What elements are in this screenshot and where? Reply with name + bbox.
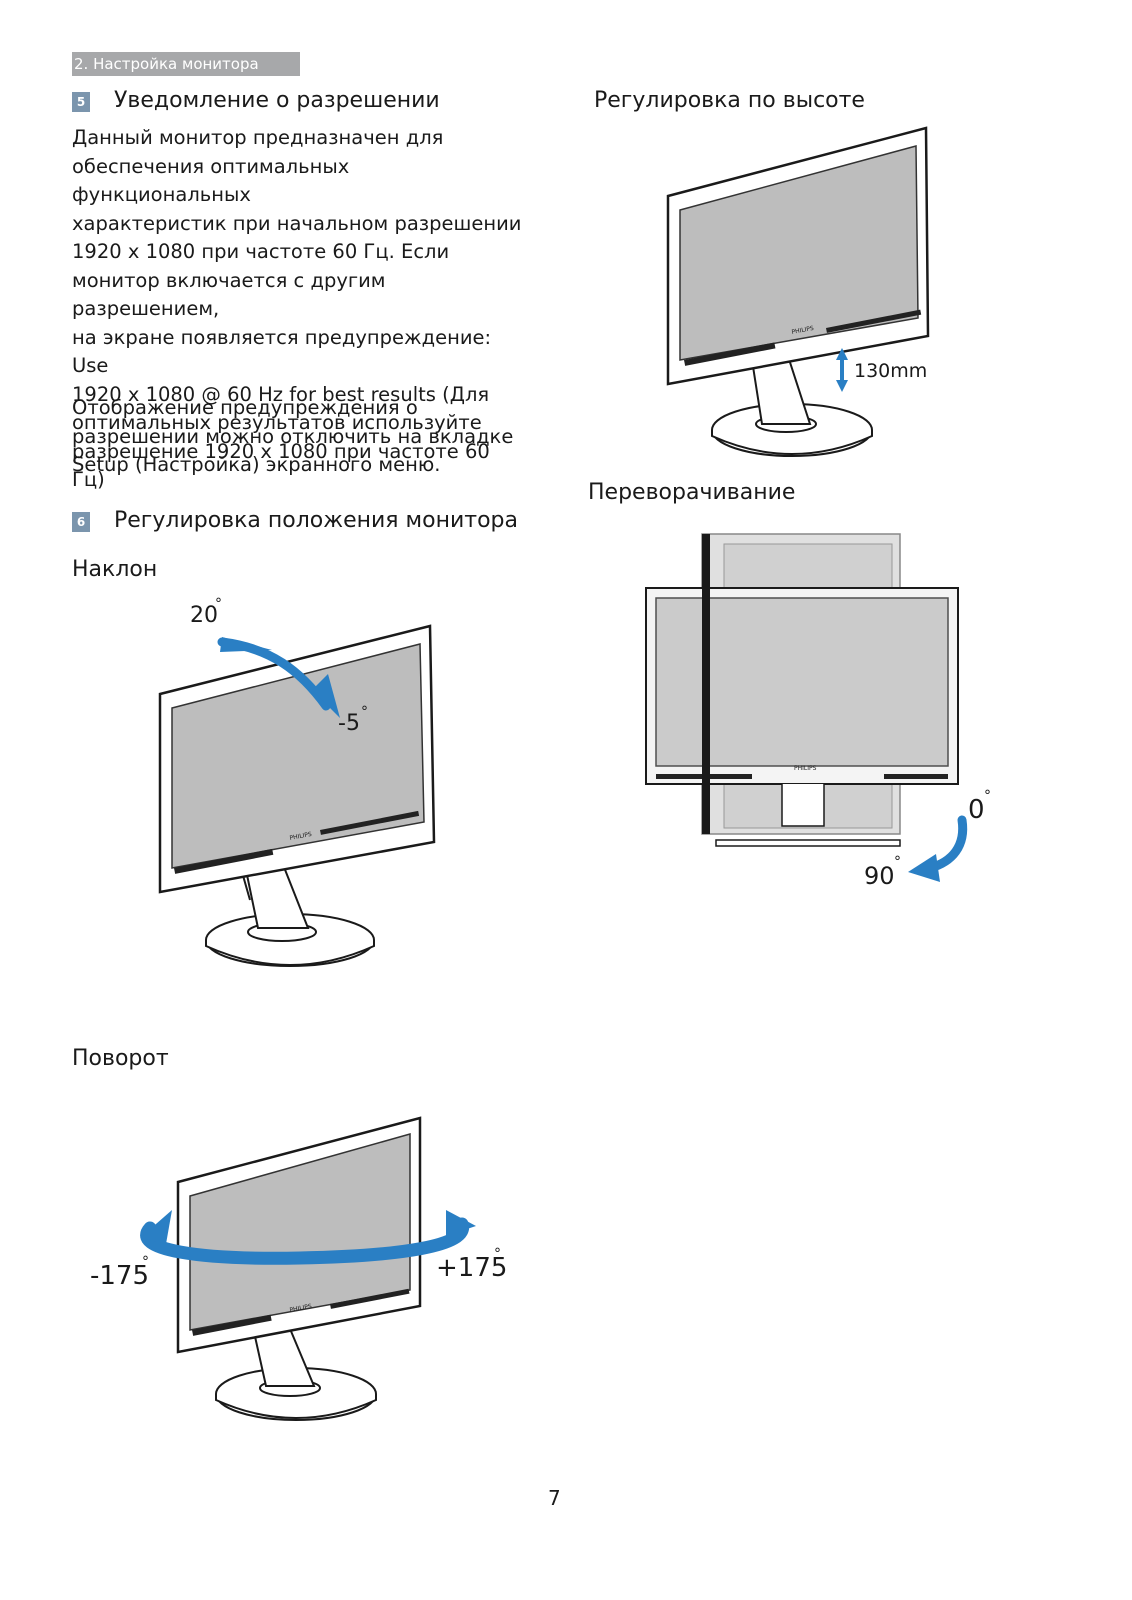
pivot-start-degree: ° — [984, 788, 991, 804]
text-line: Setup (Настройка) экранного меню. — [72, 453, 441, 476]
swivel-title: Поворот — [72, 1046, 169, 1071]
section-5-number: 5 — [72, 92, 90, 112]
height-brand-label: PHILIPS — [791, 325, 815, 336]
swivel-brand-label: PHILIPS — [289, 1303, 313, 1314]
page-number: 7 — [548, 1486, 561, 1510]
text-line: разрешении можно отключить на вкладке — [72, 424, 514, 448]
tilt-title: Наклон — [72, 557, 158, 582]
section-5-paragraph-1: Данный монитор предназначен для обеспече… — [72, 124, 522, 495]
tilt-up-degree: ° — [215, 596, 222, 612]
swivel-right-degree: ° — [494, 1246, 501, 1262]
section-6-number: 6 — [72, 512, 90, 532]
tilt-up-label: 20 — [190, 603, 218, 628]
text-line: Отображение предупреждения о — [72, 396, 418, 419]
swivel-left-degree: ° — [142, 1254, 149, 1270]
tilt-down-degree: ° — [361, 704, 368, 720]
pivot-title: Переворачивание — [588, 480, 796, 505]
text-line: на экране появляется предупреждение: Use — [72, 325, 492, 378]
text-line: Данный монитор предназначен для — [72, 126, 444, 149]
height-value-label: 130mm — [854, 360, 927, 382]
section-6-title: Регулировка положения монитора — [114, 508, 518, 533]
pivot-end-label: 90 — [864, 862, 895, 890]
swivel-right-label: +175 — [436, 1253, 507, 1283]
pivot-end-degree: ° — [894, 854, 901, 870]
text-line: разрешение 1920 x 1080 при частоте 60 Гц… — [72, 439, 490, 492]
tilt-brand-label: PHILIPS — [289, 831, 313, 842]
text-line: монитор включается с другим разрешением, — [72, 268, 386, 321]
section-5-paragraph-2: Отображение предупреждения о разрешении … — [72, 394, 522, 480]
pivot-start-label: 0 — [968, 795, 985, 825]
text-line: оптимальных результатов используйте — [72, 411, 482, 434]
text-line: 1920 x 1080 @ 60 Hz for best results (Дл… — [72, 382, 490, 406]
tilt-down-label: -5 — [338, 711, 360, 736]
section-5-title: Уведомление о разрешении — [114, 88, 440, 113]
section-tag: 2. Настройка монитора — [72, 52, 300, 76]
text-line: обеспечения оптимальных функциональных — [72, 154, 350, 207]
text-line: 1920 x 1080 при частоте 60 Гц. Если — [72, 240, 450, 263]
height-title: Регулировка по высоте — [594, 88, 865, 113]
text-line: характеристик при начальном разрешении — [72, 211, 522, 235]
pivot-brand-label: PHILIPS — [794, 765, 817, 772]
swivel-left-label: -175 — [90, 1261, 149, 1291]
